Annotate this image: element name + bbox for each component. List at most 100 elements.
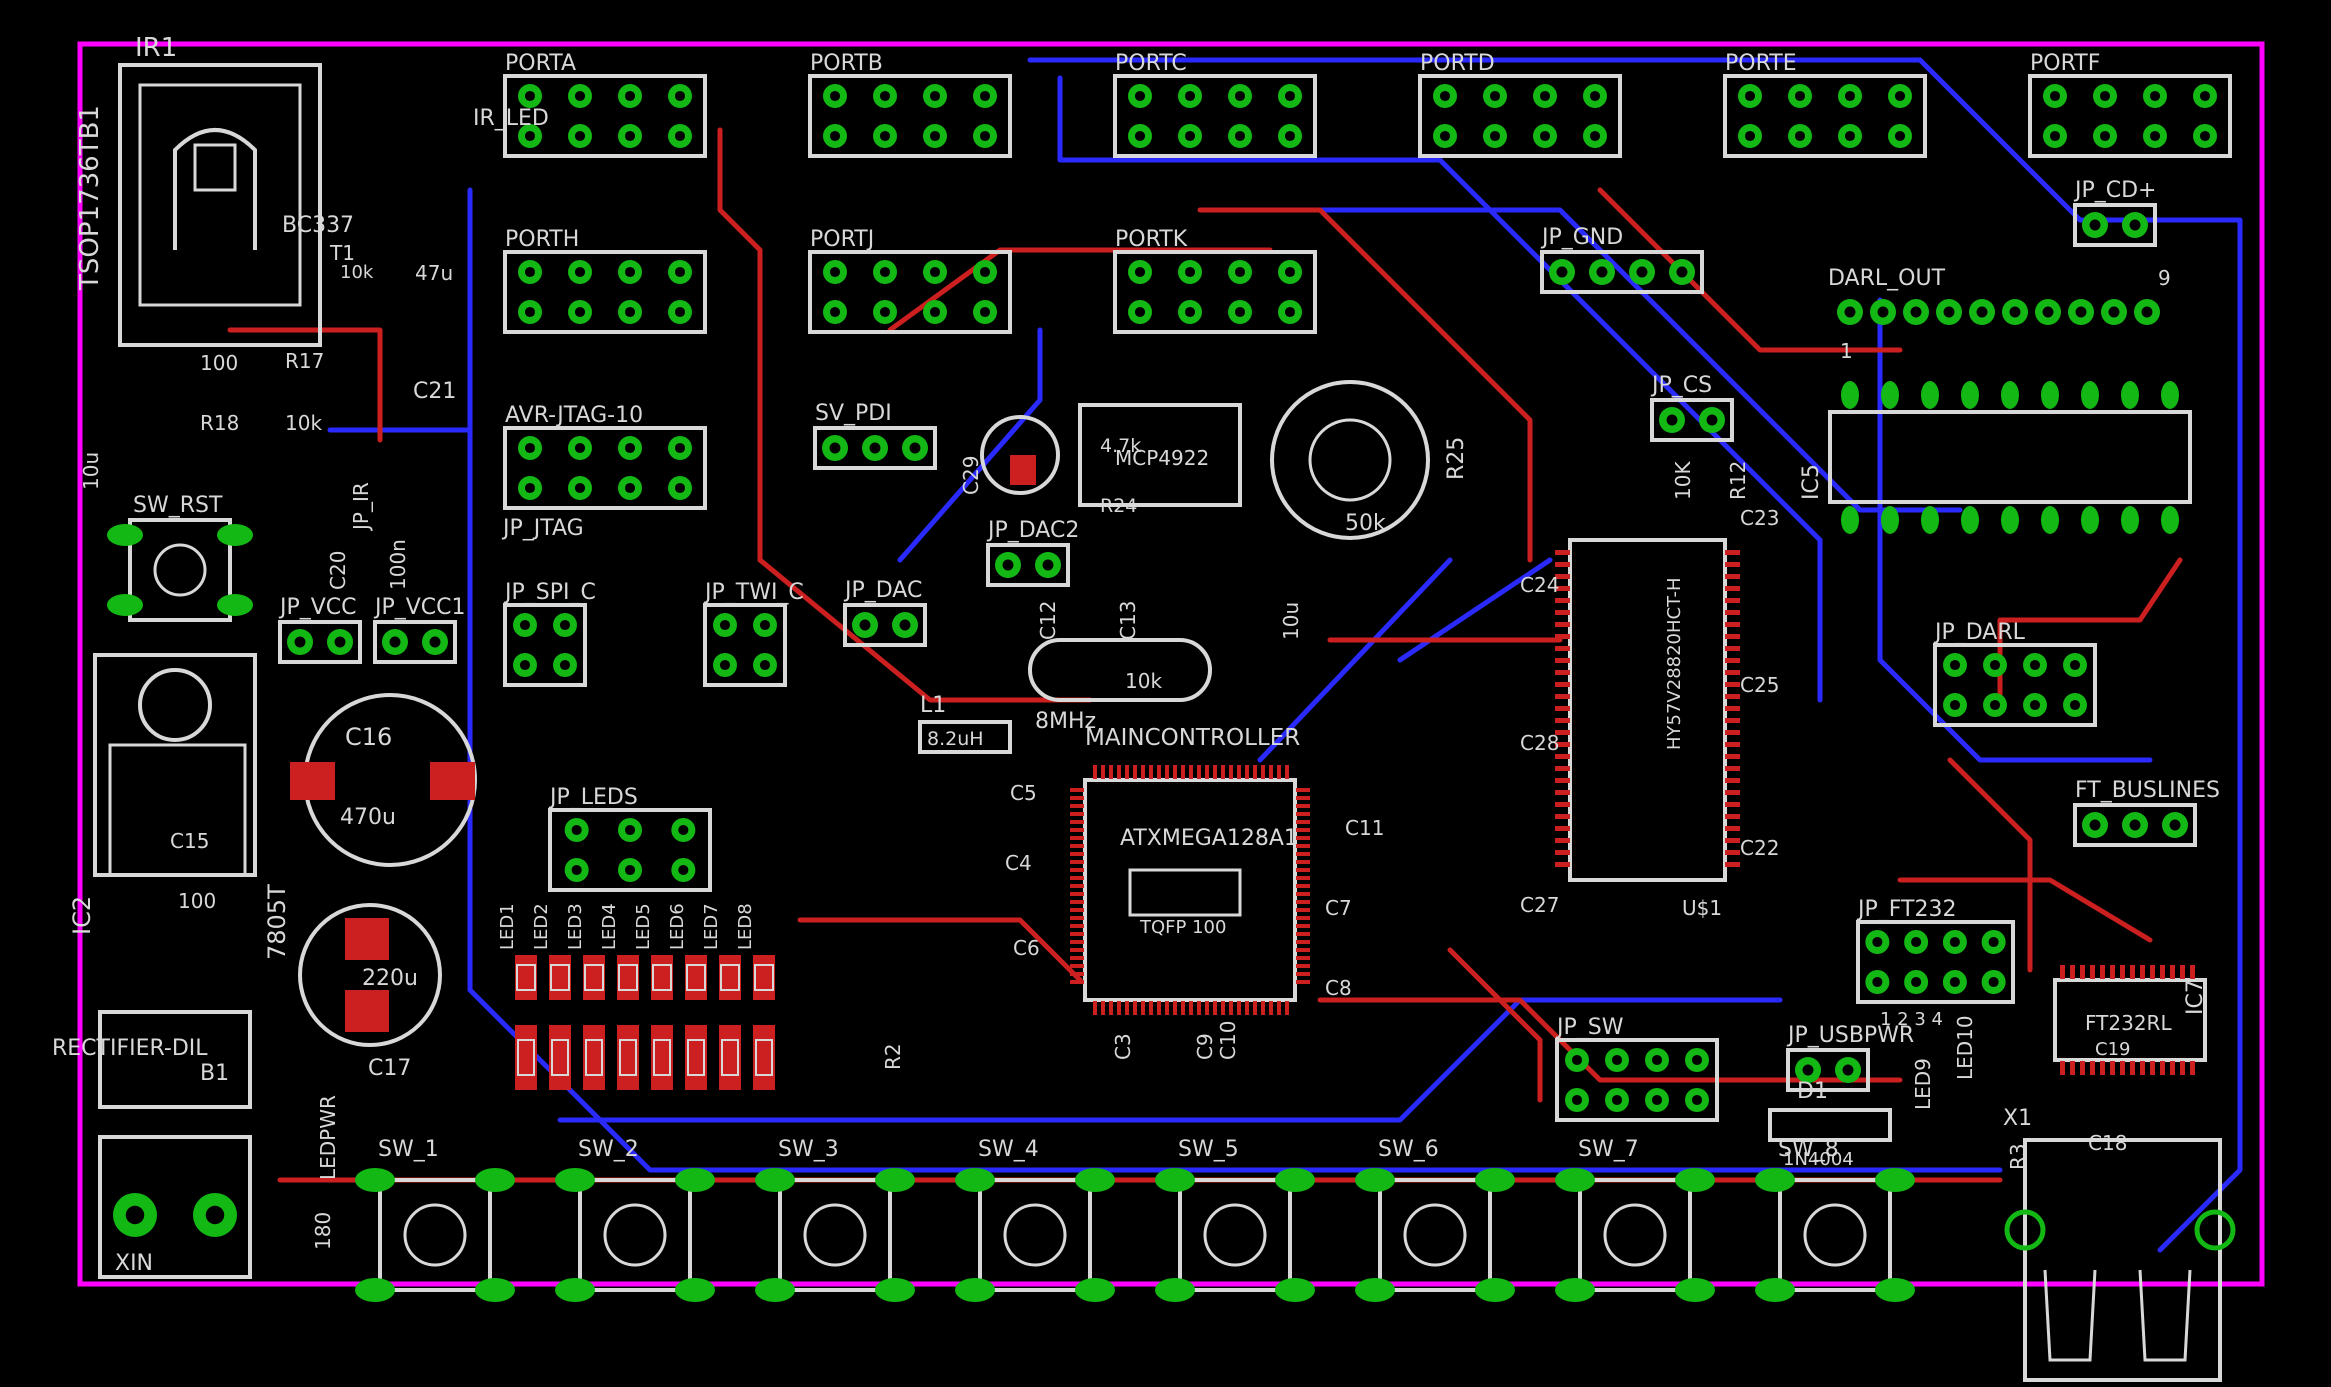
pad-hole (1284, 266, 1296, 278)
pad-hole (125, 1205, 145, 1225)
mcu-pin (1253, 1001, 1257, 1015)
mcu-pin (1070, 828, 1084, 832)
header-outline (1933, 643, 2097, 727)
led-pad (651, 955, 673, 1000)
pad-hole (1589, 90, 1601, 102)
pad-hole (979, 306, 991, 318)
pad-hole (524, 442, 536, 454)
pad-hole (2042, 306, 2054, 318)
c4-label: C4 (1005, 851, 1032, 875)
mcu-pin (1221, 1001, 1225, 1015)
ram-pin (1725, 766, 1740, 771)
ram-pin (1725, 598, 1740, 603)
led-outline (618, 964, 638, 991)
header-label: JP_SPI_C (503, 580, 596, 605)
d1-value: 1N4004 (1783, 1149, 1854, 1170)
pad-hole (524, 90, 536, 102)
ram-pin (1555, 670, 1570, 675)
pad-hole (979, 90, 991, 102)
mcu-pin (1285, 1001, 1289, 1015)
pad-hole (869, 442, 881, 454)
mcu-pin (1070, 844, 1084, 848)
mcu-pin (1070, 812, 1084, 816)
pad-hole (624, 442, 636, 454)
switch-pad (1275, 1168, 1315, 1192)
top-trace (1597, 187, 1903, 353)
led-pad (719, 955, 741, 1000)
ic5-pin (2081, 381, 2099, 409)
pad-hole (1988, 936, 1999, 948)
pad-hole (624, 306, 636, 318)
main-controller: MAINCONTROLLER ATXMEGA128A1 TQFP 100 (1070, 725, 1310, 1015)
ir1-label: IR1 (135, 33, 177, 63)
mcu-pin (1245, 1001, 1249, 1015)
ft-pin (2180, 1061, 2185, 1075)
jumper-label: JP_VCC1 (373, 595, 466, 620)
switch-actuator (1203, 1203, 1267, 1267)
jumper-outline (278, 620, 362, 664)
switch-actuator (153, 543, 207, 597)
ram-pin (1555, 766, 1570, 771)
pad-hole (1134, 130, 1146, 142)
pad-hole (574, 442, 586, 454)
switch-pad (1155, 1168, 1195, 1192)
pad-hole (1571, 1054, 1583, 1066)
led-outline (516, 964, 536, 991)
header-outline (808, 250, 1012, 334)
ledpwr-r180: 180 (311, 1212, 335, 1250)
ram-pin (1555, 694, 1570, 699)
ft-pin (2100, 1061, 2105, 1075)
ft-pin (2060, 965, 2065, 979)
pad-hole (1234, 266, 1246, 278)
r18-label: R18 (200, 411, 239, 435)
led-pad (515, 955, 537, 1000)
switch-pad (217, 594, 253, 616)
c11-label: C11 (1345, 816, 1384, 840)
bottom-trace (1257, 557, 1453, 763)
pad-hole (1611, 1054, 1623, 1066)
ft-pin (2120, 1061, 2125, 1075)
header-jp-ft232: JP_FT232 (1856, 897, 2015, 1004)
ram-pin (1725, 742, 1740, 747)
mcu-pin (1070, 972, 1084, 976)
ram-pin (1725, 850, 1740, 855)
pad-hole (1872, 976, 1883, 988)
mcu-pin (1070, 868, 1084, 872)
ram-pin (1555, 718, 1570, 723)
mcu-pin (1101, 1001, 1105, 1015)
resistor-pad (515, 1025, 537, 1090)
c15-value: 100 (178, 889, 216, 913)
led7: LED7 (701, 903, 741, 1090)
pad-hole (1589, 130, 1601, 142)
ram-pins (1555, 550, 1740, 867)
mcu-pin (1245, 765, 1249, 779)
jumper-group: SV_PDIJP_DACJP_DAC2JP_GNDJP_CD+JP_CSFT_B… (278, 178, 2220, 1092)
header-avr-jtag-10: AVR-JTAG-10 (503, 403, 707, 510)
pad-hole (1844, 90, 1856, 102)
jumper-jp-dac: JP_DAC (843, 578, 927, 647)
pad-hole (2129, 219, 2141, 231)
led-outline (754, 964, 774, 991)
mcu-pin (1070, 932, 1084, 936)
jumper-label: JP_CS (1650, 373, 1712, 398)
pad-hole (719, 659, 731, 671)
led-label: LED4 (599, 903, 620, 950)
x1-label: X1 (2003, 1106, 2032, 1131)
ram-pin (1725, 562, 1740, 567)
pad-hole (574, 306, 586, 318)
led-label: LED1 (497, 903, 518, 950)
ft-pin (2140, 1061, 2145, 1075)
mcu-pin (1070, 788, 1084, 792)
pad-hole (559, 659, 571, 671)
ram-pin (1725, 754, 1740, 759)
led-label: LED3 (565, 903, 586, 950)
pad-hole (1439, 130, 1451, 142)
usb-connector: X1 (2003, 1106, 2236, 1382)
mcu-pin (1205, 1001, 1209, 1015)
switch-body (578, 1178, 692, 1292)
pad-hole (1042, 559, 1054, 571)
pad-hole (1234, 90, 1246, 102)
led-label: LED2 (531, 903, 552, 950)
pad-hole (1184, 90, 1196, 102)
ft-pin (2140, 965, 2145, 979)
